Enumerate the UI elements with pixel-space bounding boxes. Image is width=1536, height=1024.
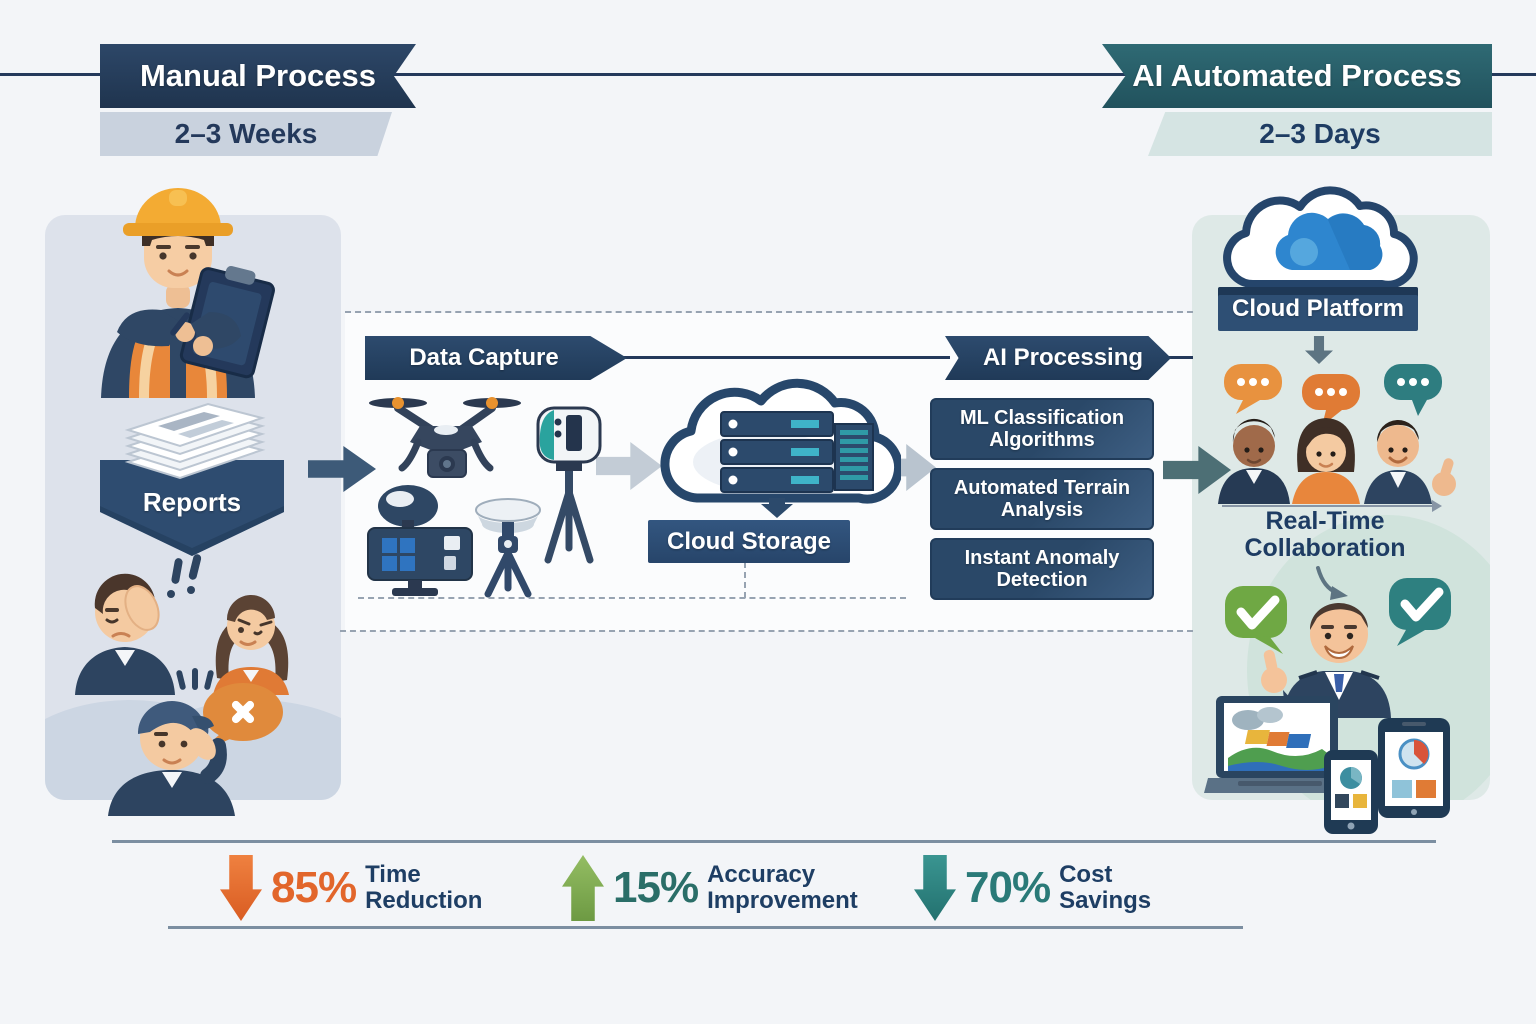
curved-down-arrow-icon: [1316, 566, 1348, 600]
manual-duration-band: 2–3 Weeks: [100, 112, 392, 156]
cloud-storage-icon: [660, 378, 901, 518]
stat-label: Cost Savings: [1059, 861, 1152, 914]
team-member-right: [1364, 419, 1456, 504]
ai-duration-band: 2–3 Days: [1148, 112, 1492, 156]
pipeline-connector-tail: [1166, 356, 1193, 359]
ai-process-title: AI Automated Process: [1132, 58, 1462, 93]
stat-value: 85%: [271, 863, 357, 912]
ai-step-box-ml-classification: ML Classification Algorithms: [930, 398, 1154, 460]
down-arrow-icon: [914, 855, 956, 921]
cloud-storage-label: Cloud Storage: [666, 527, 831, 555]
cloud-platform-label-box: Cloud Platform: [1218, 287, 1418, 331]
paper-stack-icon: [124, 402, 266, 480]
stat-time-reduction: 85% Time Reduction: [220, 854, 487, 922]
error-bubble-icon: [198, 683, 283, 754]
data-capture-banner: Data Capture: [365, 336, 627, 380]
data-capture-label: Data Capture: [409, 344, 559, 371]
devices-illustration: [1204, 696, 1450, 834]
teal-check-bubble-icon: [1389, 578, 1451, 646]
frustrated-man: [75, 554, 202, 695]
laser-scanner-icon: [536, 406, 602, 564]
manual-process-title: Manual Process: [139, 58, 377, 93]
stats-rule-top: [112, 840, 1436, 843]
collaboration-label: Real-Time Collaboration: [1244, 507, 1406, 562]
ai-duration: 2–3 Days: [1259, 118, 1381, 149]
manual-process-banner: Manual Process: [100, 44, 416, 108]
surveyor-illustration: [101, 188, 275, 398]
stat-value: 70%: [965, 863, 1051, 912]
collaboration-team-illustration: [1218, 364, 1456, 504]
down-arrow-icon: [761, 498, 793, 518]
phone-icon: [1324, 750, 1378, 834]
chat-bubble-icons: [1224, 364, 1442, 426]
reports-label: Reports: [142, 487, 242, 517]
cloud-storage-label-box: Cloud Storage: [648, 520, 850, 563]
stat-label: Time Reduction: [365, 861, 483, 914]
drone-icon: [369, 397, 521, 478]
cloud-storage-dashed-connector: [744, 562, 746, 598]
pipeline-boundary-bottom: [340, 630, 1193, 632]
green-check-bubble-icon: [1225, 586, 1287, 654]
manual-duration: 2–3 Weeks: [174, 118, 318, 149]
server-rack-icon: [720, 411, 874, 493]
cloud-platform-label: Cloud Platform: [1232, 295, 1404, 322]
ai-step-box-terrain-analysis: Automated Terrain Analysis: [930, 468, 1154, 530]
pipeline-connector-line: [620, 356, 950, 359]
stat-accuracy-improvement: 15% Accuracy Improvement: [562, 854, 877, 922]
stat-cost-savings: 70% Cost Savings: [914, 854, 1169, 922]
down-arrow-icon: [220, 855, 262, 921]
tablet-icon: [1378, 718, 1450, 818]
gnss-receiver-icon: [475, 498, 541, 598]
survey-equipment-icons: [367, 397, 602, 598]
frustrated-team-illustration: [75, 554, 289, 695]
stat-value: 15%: [613, 863, 699, 912]
ai-processing-banner: AI Processing: [945, 336, 1171, 380]
stress-marks: [176, 668, 214, 690]
confused-worker-illustration: [108, 668, 283, 816]
approval-illustration: [1225, 578, 1451, 718]
reports-stack-illustration: [100, 402, 284, 556]
controller-icon: [367, 485, 473, 596]
pipeline-boundary-top: [345, 311, 1193, 313]
divider-arrowhead-icon: [1432, 500, 1442, 512]
stat-label: Accuracy Improvement: [707, 861, 858, 914]
ai-processing-label: AI Processing: [982, 344, 1144, 371]
cloud-platform-icon: [1223, 186, 1418, 289]
team-member-center: [1292, 418, 1360, 504]
ai-process-banner: AI Automated Process: [1102, 44, 1492, 108]
capture-group-dashed-line: [358, 597, 906, 599]
capped-man: [108, 701, 235, 816]
team-member-left: [1218, 418, 1290, 504]
laptop-terrain-icon: [1204, 696, 1358, 793]
up-arrow-icon: [562, 855, 604, 921]
stats-rule-bottom: [168, 926, 1243, 929]
collaboration-divider: [1222, 500, 1442, 512]
header-rule-line: [0, 73, 1536, 76]
ai-step-box-anomaly-detection: Instant Anomaly Detection: [930, 538, 1154, 600]
